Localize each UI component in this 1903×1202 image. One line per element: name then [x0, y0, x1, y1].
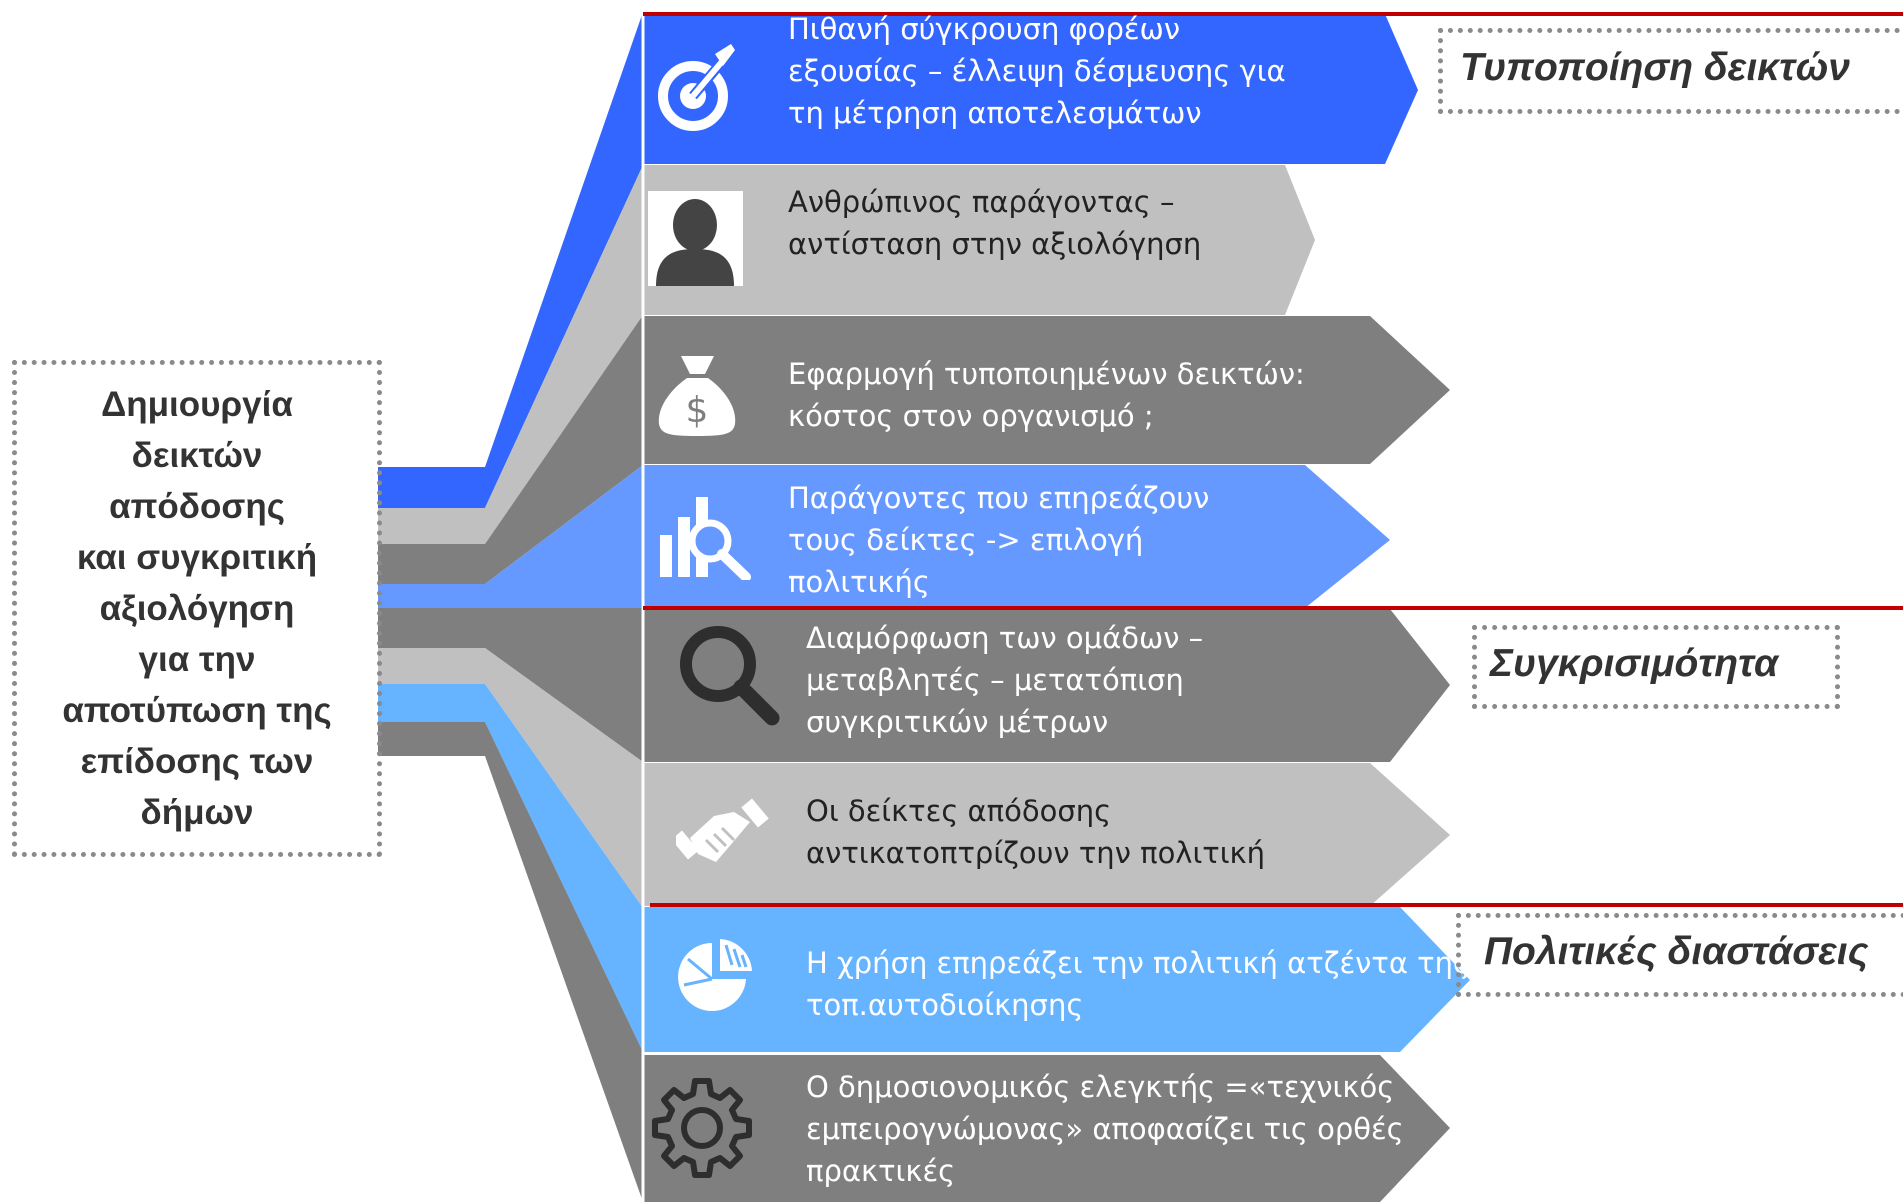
band-6-line-2: αντικατοπτρίζουν την πολιτική	[806, 836, 1266, 870]
stream-3	[378, 315, 643, 584]
handshake-icon	[671, 792, 771, 872]
band-5-line-1: Διαμόρφωση των ομάδων –	[806, 621, 1204, 655]
band-text-1: Πιθανή σύγκρουση φορέων εξουσίας – έλλει…	[788, 8, 1286, 134]
left-title-line-7: αποτύπωση της	[62, 691, 332, 730]
band-arrow-1	[643, 14, 1418, 164]
band-text-2: Ανθρώπινος παράγοντας – αντίσταση στην α…	[788, 181, 1201, 265]
band-4-line-2: τους δείκτες -> επιλογή	[788, 523, 1144, 557]
stream-2	[378, 165, 643, 544]
band-arrow-5	[643, 609, 1450, 762]
band-text-8: Ο δημοσιονομικός ελεγκτής =«τεχνικός εμπ…	[806, 1066, 1404, 1192]
arrow-bands	[643, 14, 1470, 1202]
left-title-line-2: δεικτών	[131, 436, 263, 475]
left-title-line-1: Δημιουργία	[101, 385, 293, 424]
money-bag-icon: $	[655, 352, 740, 437]
band-2-line-1: Ανθρώπινος παράγοντας –	[788, 185, 1175, 219]
band-text-5: Διαμόρφωση των ομάδων – μεταβλητές – μετ…	[806, 617, 1203, 743]
pie-chart-icon	[676, 935, 756, 1015]
band-arrow-8	[643, 1055, 1450, 1202]
band-arrow-7	[643, 907, 1470, 1052]
category-label-1: Τυποποίηση δεικτών	[1460, 46, 1850, 89]
separators	[643, 12, 1903, 907]
band-2-line-2: αντίσταση στην αξιολόγηση	[788, 227, 1202, 261]
band-7-line-1: Η χρήση επηρεάζει την πολιτική ατζέντα τ…	[806, 946, 1471, 980]
band-1-line-2: εξουσίας – έλλειψη δέσμευσης για	[788, 54, 1286, 88]
band-8-line-3: πρακτικές	[806, 1154, 956, 1188]
category-frame-2	[1472, 625, 1840, 709]
left-title-line-4: και συγκριτική	[76, 538, 318, 577]
gear-icon	[648, 1075, 756, 1183]
band-arrow-3	[643, 316, 1450, 464]
category-label-2: Συγκρισιμότητα	[1490, 642, 1779, 685]
left-title-line-8: επίδοσης των	[80, 742, 314, 781]
person-icon	[648, 191, 743, 286]
category-label-3: Πολιτικές διαστάσεις	[1484, 930, 1869, 973]
band-1-line-3: τη μέτρηση αποτελεσμάτων	[788, 96, 1202, 130]
band-text-3: Εφαρμογή τυποποιημένων δεικτών: κόστος σ…	[788, 353, 1305, 437]
left-title-line-9: δήμων	[140, 793, 254, 832]
stream-6	[378, 648, 643, 908]
band-7-line-2: τοπ.αυτοδιοίκησης	[806, 988, 1084, 1022]
category-frame-1	[1438, 28, 1903, 114]
band-5-line-2: μεταβλητές – μετατόπιση	[806, 663, 1184, 697]
stream-4	[378, 465, 643, 608]
band-4-line-1: Παράγοντες που επηρεάζουν	[788, 481, 1210, 515]
magnifier-icon	[676, 622, 781, 727]
left-title-box: Δημιουργία δεικτών απόδοσης και συγκριτι…	[12, 360, 382, 857]
stream-7	[378, 684, 643, 1052]
band-6-line-1: Οι δείκτες απόδοσης	[806, 794, 1112, 828]
band-arrow-4	[643, 465, 1390, 608]
stream-1	[378, 12, 643, 508]
target-icon	[657, 44, 737, 134]
left-title-line-5: αξιολόγηση	[99, 589, 295, 628]
band-text-4: Παράγοντες που επηρεάζουν τους δείκτες -…	[788, 477, 1209, 603]
svg-text:$: $	[686, 390, 709, 431]
left-title-line-3: απόδοσης	[109, 487, 285, 526]
band-3-line-1: Εφαρμογή τυποποιημένων δεικτών:	[788, 357, 1305, 391]
stream-5	[378, 608, 643, 762]
band-8-line-1: Ο δημοσιονομικός ελεγκτής =«τεχνικός	[806, 1070, 1395, 1104]
left-title-line-6: για την	[138, 640, 256, 679]
band-text-7: Η χρήση επηρεάζει την πολιτική ατζέντα τ…	[806, 942, 1470, 1026]
band-arrow-2	[643, 165, 1315, 315]
band-5-line-3: συγκριτικών μέτρων	[806, 705, 1109, 739]
band-arrow-6	[643, 763, 1450, 906]
stream-8	[378, 722, 643, 1202]
band-3-line-2: κόστος στον οργανισμό ;	[788, 399, 1154, 433]
chart-magnifier-icon	[658, 495, 753, 582]
band-1-line-1: Πιθανή σύγκρουση φορέων	[788, 12, 1181, 46]
band-text-6: Οι δείκτες απόδοσης αντικατοπτρίζουν την…	[806, 790, 1265, 874]
band-4-line-3: πολιτικής	[788, 565, 930, 599]
band-8-line-2: εμπειρογνώμονας» αποφασίζει τις ορθές	[806, 1112, 1404, 1146]
left-title: Δημιουργία δεικτών απόδοσης και συγκριτι…	[62, 379, 331, 838]
category-frame-3	[1456, 913, 1903, 997]
funnel-streams	[378, 12, 643, 1202]
